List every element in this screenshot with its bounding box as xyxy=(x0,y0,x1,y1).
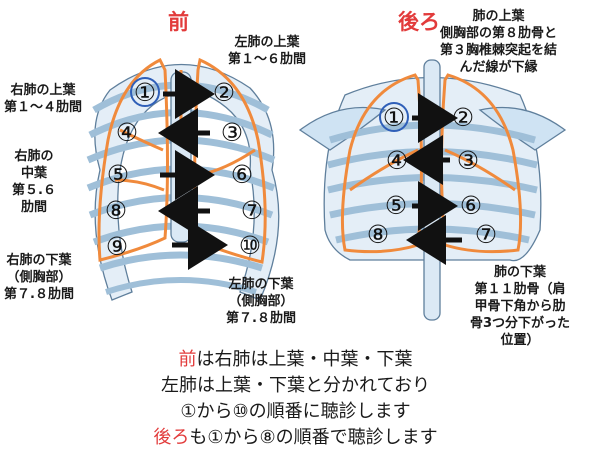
front-heading: 前 xyxy=(168,10,189,34)
front-point-1: ① xyxy=(134,78,156,107)
caption-line-2: 左肺は上葉・下葉と分かれており xyxy=(161,375,430,396)
caption-line-3: ①から⑩の順番に聴診します xyxy=(180,401,411,422)
front-point-6: ⑥ xyxy=(231,160,253,189)
label-back-upper-lobe: 肺の上葉 側胸部の第８肋骨と 第３胸椎棘突起を結 んだ線が下縁 xyxy=(440,9,558,75)
caption-line-1: 前は右肺は上葉・中葉・下葉 xyxy=(178,349,413,370)
back-point-1: ① xyxy=(383,103,405,132)
back-point-4: ④ xyxy=(386,146,408,175)
front-point-5: ⑤ xyxy=(107,160,129,189)
back-heading: 後ろ xyxy=(398,10,440,34)
back-point-3: ③ xyxy=(457,146,479,175)
caption-line-4: 後ろも①から⑧の順番で聴診します xyxy=(153,427,438,448)
label-left-lower-lobe: 左肺の下葉 （側胸部） 第７.８肋間 xyxy=(226,277,296,326)
front-point-9: ⑨ xyxy=(106,232,128,261)
label-back-lower-lobe: 肺の下葉 第１１肋骨（肩 甲骨下角から肋 骨3つ分下がった 位置） xyxy=(470,265,571,348)
front-first-ring xyxy=(130,77,160,107)
front-point-3: ③ xyxy=(221,118,243,147)
front-point-7: ⑦ xyxy=(241,196,263,225)
front-point-2: ② xyxy=(213,78,235,107)
label-left-upper-lobe: 左肺の上葉 第１〜６肋間 xyxy=(228,35,307,67)
back-point-6: ⑥ xyxy=(460,191,482,220)
back-point-2: ② xyxy=(452,103,474,132)
back-arrows xyxy=(403,93,462,265)
front-point-8: ⑧ xyxy=(105,196,127,225)
front-point-4: ④ xyxy=(116,118,138,147)
back-point-5: ⑤ xyxy=(385,191,407,220)
back-point-8: ⑧ xyxy=(367,220,389,249)
label-right-upper-lobe: 右肺の上葉 第１〜４肋間 xyxy=(4,83,83,115)
front-arrows xyxy=(158,69,228,270)
front-point-10: ⑩ xyxy=(239,231,261,260)
label-right-middle-lobe: 右肺の 中葉 第５.６ 肋間 xyxy=(12,149,56,215)
back-point-7: ⑦ xyxy=(475,220,497,249)
back-first-ring xyxy=(379,102,409,132)
label-right-lower-lobe: 右肺の下葉 （側胸部） 第７.８肋間 xyxy=(4,253,74,302)
